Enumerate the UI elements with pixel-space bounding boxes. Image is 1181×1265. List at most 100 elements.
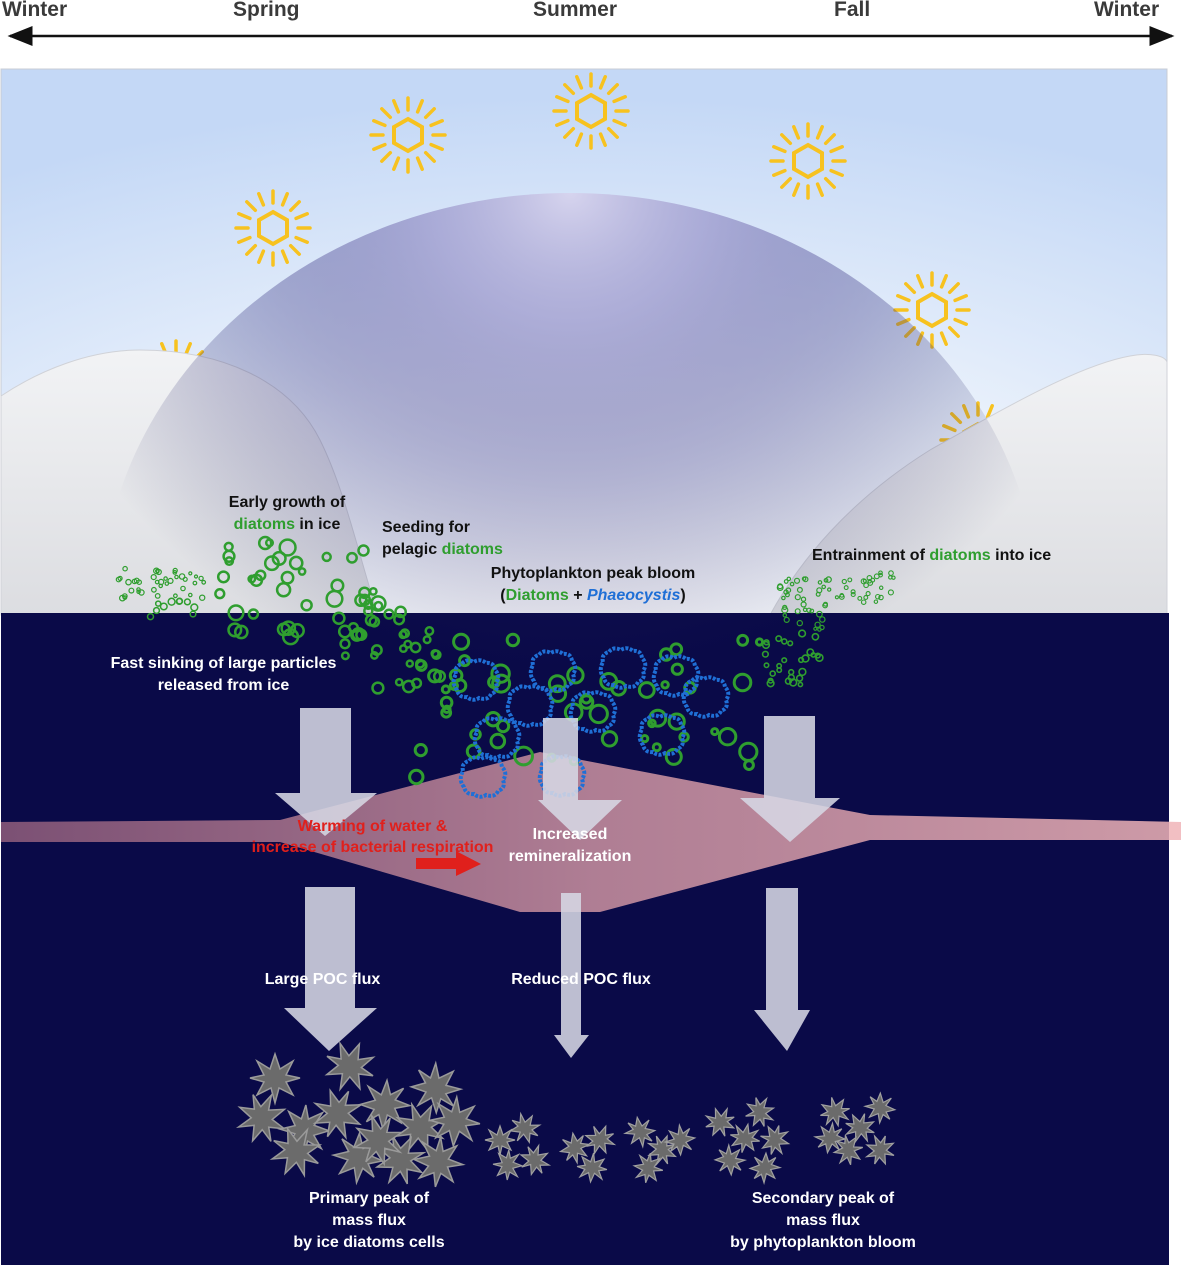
diatom-ring-icon bbox=[332, 611, 346, 625]
remineralization-label: Increased remineralization bbox=[508, 826, 632, 865]
diatom-ring-icon bbox=[146, 612, 155, 621]
diatom-ring-icon bbox=[870, 577, 876, 583]
diatom-ring-icon bbox=[786, 576, 792, 582]
diatom-ring-icon bbox=[814, 621, 821, 629]
entrainment-label: Entrainment of diatoms into ice bbox=[812, 547, 1052, 564]
diatom-ring-icon bbox=[637, 681, 656, 699]
diatom-ring-icon bbox=[813, 626, 818, 631]
diatom-ring-icon bbox=[819, 624, 825, 631]
diatom-ring-icon bbox=[787, 640, 794, 647]
primary-peak-label: Primary peak of mass flux by ice diatoms… bbox=[293, 1190, 445, 1251]
diatom-ring-icon bbox=[136, 587, 141, 592]
secondary-peak-label: Secondary peak of mass flux by phytoplan… bbox=[730, 1190, 916, 1251]
down-arrow-icon bbox=[754, 888, 810, 1051]
diatom-ring-icon bbox=[152, 606, 161, 615]
diatom-ring-icon bbox=[660, 680, 670, 690]
peak-bloom-label: Phytoplankton peak bloom (Diatoms + Phae… bbox=[490, 565, 696, 604]
diatom-ring-icon bbox=[717, 727, 738, 747]
diatom-ring-icon bbox=[172, 570, 178, 575]
diatom-ring-icon bbox=[357, 544, 370, 557]
diatom-ring-icon bbox=[346, 551, 358, 564]
diatom-ring-icon bbox=[189, 610, 197, 618]
diatom-ring-icon bbox=[815, 653, 824, 663]
diatom-ring-icon bbox=[800, 601, 807, 608]
large-poc-flux-label: Large POC flux bbox=[264, 971, 381, 988]
diatom-ring-icon bbox=[763, 662, 770, 669]
diatom-ring-icon bbox=[363, 605, 374, 617]
diatom-ring-icon bbox=[368, 586, 378, 596]
diatom-ring-icon bbox=[783, 616, 790, 624]
diatom-ring-icon bbox=[452, 632, 471, 651]
diatom-ring-icon bbox=[793, 577, 801, 584]
diatom-ring-icon bbox=[822, 602, 828, 609]
diatom-ring-icon bbox=[214, 588, 226, 600]
diatom-ring-icon bbox=[806, 607, 812, 614]
diatom-ring-icon bbox=[878, 572, 883, 578]
diatom-ring-icon bbox=[150, 573, 157, 581]
diatom-ring-icon bbox=[172, 567, 178, 574]
diatom-ring-icon bbox=[458, 654, 472, 668]
diatom-ring-icon bbox=[216, 570, 231, 584]
diatom-ring-icon bbox=[222, 549, 236, 563]
diatom-ring-icon bbox=[863, 595, 869, 600]
diatom-ring-icon bbox=[878, 594, 884, 601]
diatom-ring-icon bbox=[796, 619, 804, 627]
diatom-ring-icon bbox=[373, 600, 384, 611]
diatom-ring-icon bbox=[278, 538, 297, 557]
diatom-ring-icon bbox=[401, 679, 416, 694]
early-growth-label: Early growth of diatoms in ice bbox=[228, 494, 346, 533]
diatom-ring-icon bbox=[440, 684, 451, 695]
fast-sinking-label: Fast sinking of large particles released… bbox=[110, 655, 337, 694]
down-arrow-icon bbox=[538, 718, 622, 840]
diatom-ring-icon bbox=[817, 580, 823, 585]
diatom-ring-icon bbox=[180, 585, 186, 592]
diatom-ring-icon bbox=[183, 598, 192, 606]
diatom-ring-icon bbox=[347, 621, 359, 634]
diatom-ring-icon bbox=[865, 591, 871, 597]
diatom-ring-icon bbox=[224, 556, 235, 567]
diatom-ring-icon bbox=[873, 599, 879, 604]
diatom-ring-icon bbox=[440, 706, 453, 719]
diatom-ring-icon bbox=[801, 654, 810, 663]
diatom-ring-icon bbox=[405, 659, 415, 668]
diatom-ring-icon bbox=[178, 573, 186, 580]
diatom-ring-icon bbox=[409, 641, 422, 654]
diatom-ring-icon bbox=[850, 589, 856, 595]
diatom-ring-icon bbox=[398, 644, 408, 654]
diatom-ring-icon bbox=[150, 586, 157, 593]
diatom-ring-icon bbox=[154, 593, 161, 599]
diatom-ring-icon bbox=[798, 667, 807, 677]
diatom-ring-icon bbox=[422, 635, 432, 645]
diatom-ring-icon bbox=[809, 608, 815, 614]
diatom-ring-icon bbox=[783, 579, 789, 584]
diatom-ring-icon bbox=[670, 662, 684, 676]
diatom-ring-icon bbox=[254, 569, 267, 582]
diatom-ring-icon bbox=[818, 616, 826, 623]
diatom-ring-icon bbox=[787, 673, 795, 682]
diatom-ring-icon bbox=[164, 581, 170, 586]
diatom-ring-icon bbox=[275, 582, 292, 598]
diatom-ring-icon bbox=[354, 593, 368, 608]
diatom-ring-icon bbox=[263, 555, 280, 572]
diatom-ring-icon bbox=[122, 565, 128, 572]
diatom-ring-icon bbox=[664, 747, 683, 766]
down-arrow-icon bbox=[284, 887, 377, 1051]
diatom-ring-icon bbox=[781, 657, 788, 664]
diatom-ring-icon bbox=[841, 578, 847, 585]
diatom-ring-icon bbox=[297, 567, 307, 576]
diatom-ring-icon bbox=[782, 612, 788, 618]
diatom-ring-icon bbox=[430, 648, 440, 659]
season-spring: Spring bbox=[233, 0, 300, 21]
season-summer: Summer bbox=[533, 0, 618, 21]
diatom-ring-icon bbox=[769, 670, 777, 677]
diatom-ring-icon bbox=[878, 585, 884, 591]
diatom-ring-icon bbox=[783, 589, 789, 595]
warming-label: Warming of water & increase of bacterial… bbox=[251, 818, 494, 856]
diatom-ring-icon bbox=[198, 575, 204, 582]
season-fall: Fall bbox=[834, 0, 871, 21]
diatom-ring-icon bbox=[651, 742, 662, 753]
diatom-ring-icon bbox=[761, 640, 771, 650]
diatom-ring-icon bbox=[860, 599, 867, 605]
diatom-ring-icon bbox=[128, 587, 135, 594]
diatom-ring-icon bbox=[393, 613, 406, 626]
